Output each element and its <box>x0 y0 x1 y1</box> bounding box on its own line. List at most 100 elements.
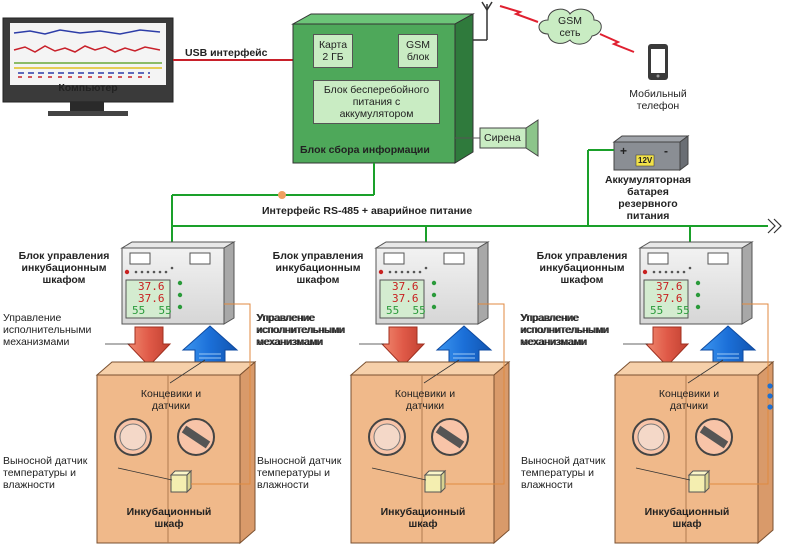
fan-blade <box>435 425 465 449</box>
limit-switches-label: Концевики и датчики <box>394 388 456 412</box>
fan-blade <box>181 425 211 449</box>
remote-sensor-side <box>186 469 192 494</box>
button-dot <box>658 270 662 274</box>
controller-top <box>120 241 236 249</box>
cabinet-top <box>613 361 775 376</box>
ups-block: Блок бесперебойного питания с аккумулято… <box>313 80 440 124</box>
status-led <box>695 280 701 286</box>
memory-card-block: Карта 2 ГБ <box>313 34 353 68</box>
controller-top <box>638 241 754 249</box>
button-dot <box>140 270 144 274</box>
computer <box>2 17 174 116</box>
status-led <box>177 292 183 298</box>
status-led <box>124 269 130 275</box>
controller-window <box>189 252 211 265</box>
status-led <box>695 292 701 298</box>
sensor-wire <box>191 303 251 485</box>
actuators-label: Управление исполнительными механизмами <box>521 312 610 348</box>
status-led <box>642 269 648 275</box>
display-temp-1: 37.6 <box>656 280 683 293</box>
actuators-label: Управление исполнительными механизмами <box>3 312 92 348</box>
cabinet-title: Инкубационный шкаф <box>126 506 212 530</box>
incubator-unit <box>95 226 257 545</box>
sensor-wire <box>445 303 505 485</box>
display-humidity: 55 55 <box>132 304 172 317</box>
remote-sensor-label: Выносной датчик температуры и влажности <box>3 455 88 491</box>
button-dot <box>152 270 156 274</box>
controller-window <box>707 252 729 265</box>
gsm-block: GSM блок <box>398 34 438 68</box>
battery-minus: - <box>664 144 668 158</box>
bus-continue-icon <box>767 218 782 234</box>
battery-icon <box>612 135 690 171</box>
button-dot <box>146 270 150 274</box>
button-dot <box>418 270 422 274</box>
pointer-line <box>423 359 460 384</box>
monitor-screen <box>10 23 166 85</box>
button-dot <box>424 266 428 270</box>
display-temp-2: 37.6 <box>392 292 419 305</box>
pointer-line <box>117 467 173 481</box>
actuator-arrow-icon <box>380 326 426 367</box>
button-dot <box>688 266 692 270</box>
incubator-unit <box>349 226 511 545</box>
button-dot <box>652 270 656 274</box>
bus-label: Интерфейс RS-485 + аварийное питание <box>262 205 473 217</box>
remote-sensor-label: Выносной датчик температуры и влажности <box>521 455 606 491</box>
computer-label: Компьютер <box>58 82 118 94</box>
actuators-label-alt: Управление исполнительными механизмами <box>520 312 609 348</box>
display-humidity: 55 55 <box>650 304 690 317</box>
button-dot <box>664 270 668 274</box>
phone-icon <box>648 44 668 80</box>
connector-dot-icon <box>767 383 773 389</box>
battery-plate: 12V <box>638 156 653 165</box>
actuators-label-alt: Управление исполнительными механизмами <box>256 312 345 348</box>
button-dot <box>412 270 416 274</box>
status-led <box>431 292 437 298</box>
button-dot <box>394 270 398 274</box>
status-led <box>378 269 384 275</box>
cabinet-top <box>95 361 257 376</box>
limit-switches-label: Концевики и датчики <box>140 388 202 412</box>
actuator-arrow-icon <box>126 326 172 367</box>
actuators-label: Управление исполнительными механизмами <box>257 312 346 348</box>
battery-label: Аккумуляторная батарея резервного питани… <box>604 174 692 222</box>
pointer-line <box>371 467 427 481</box>
controller-display <box>643 279 689 319</box>
connector-dot-icon <box>767 404 773 410</box>
phone-label: Мобильный телефон <box>629 88 687 112</box>
button-dot <box>170 266 174 270</box>
controller-top <box>374 241 490 249</box>
controller-title: Блок управления инкубационным шкафом <box>18 250 110 286</box>
button-dot <box>682 270 686 274</box>
cabinet-title: Инкубационный шкаф <box>380 506 466 530</box>
button-dot <box>388 270 392 274</box>
usb-label: USB интерфейс <box>185 47 268 59</box>
bus-node-dot <box>278 191 286 199</box>
remote-sensor-icon <box>424 474 442 493</box>
display-temp-1: 37.6 <box>138 280 165 293</box>
pointer-line <box>169 359 206 384</box>
gsm-cloud-label: GSM сеть <box>558 15 582 39</box>
collector-title: Блок сбора информации <box>300 144 430 156</box>
controller-side <box>223 241 235 325</box>
actuator-arrow-icon <box>644 326 690 367</box>
controller-title: Блок управления инкубационным шкафом <box>272 250 364 286</box>
gsm-cloud-icon <box>538 8 602 45</box>
button-dot <box>670 270 674 274</box>
limit-switches-label: Концевики и датчики <box>658 388 720 412</box>
siren-label: Сирена <box>484 132 521 144</box>
remote-sensor-icon <box>170 474 188 493</box>
battery-plus: + <box>620 144 628 158</box>
cabinet-side <box>493 360 510 545</box>
display-temp-2: 37.6 <box>138 292 165 305</box>
status-led <box>431 304 437 310</box>
cabinet-title: Инкубационный шкаф <box>644 506 730 530</box>
sensor-wire <box>709 303 769 485</box>
status-led <box>177 304 183 310</box>
remote-sensor-icon <box>688 474 706 493</box>
controller-side <box>741 241 753 325</box>
status-led <box>695 304 701 310</box>
remote-sensor-label: Выносной датчик температуры и влажности <box>257 455 342 491</box>
